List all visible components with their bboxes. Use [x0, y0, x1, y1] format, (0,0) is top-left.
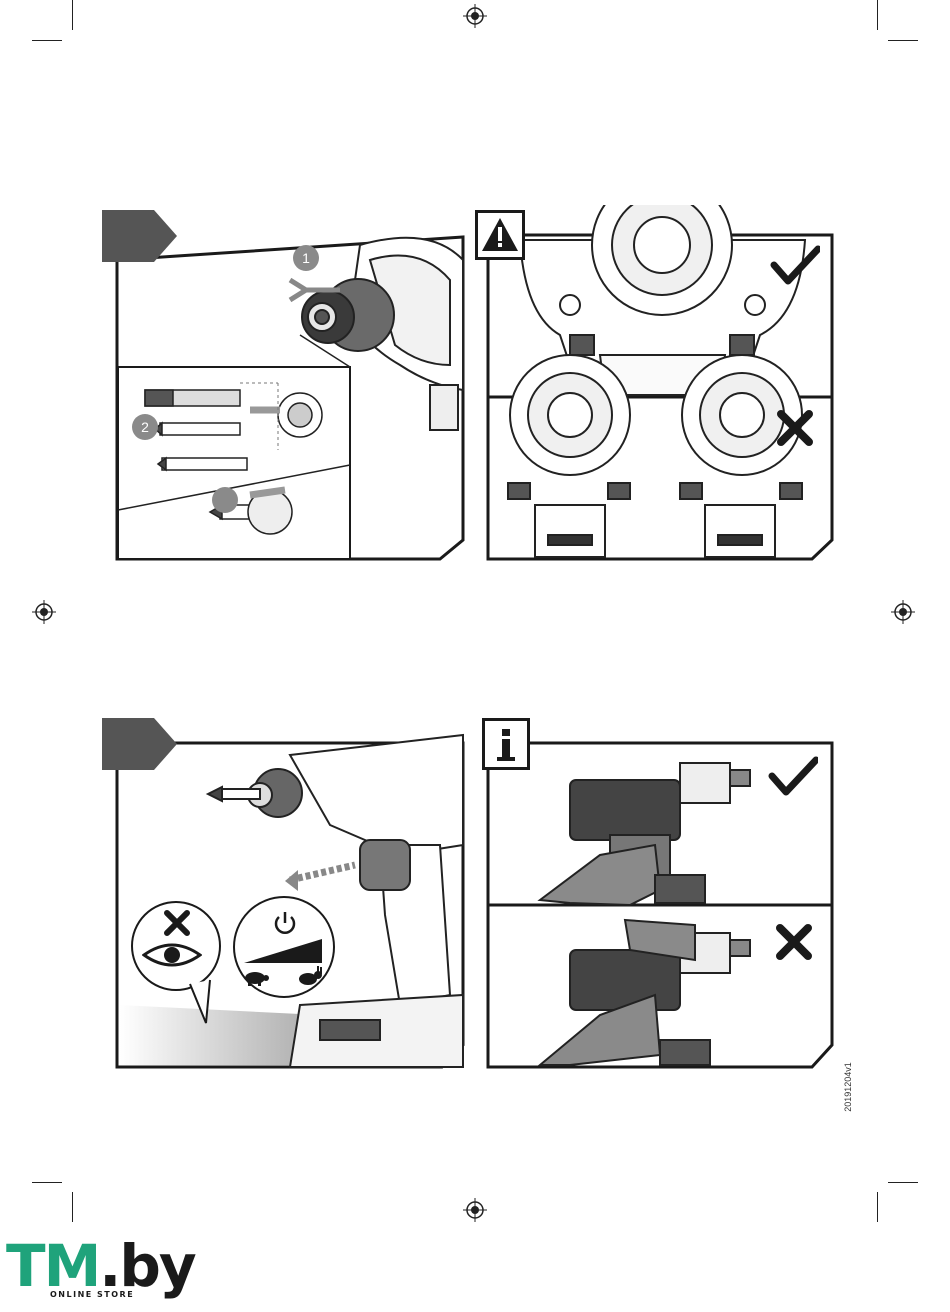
crop-mark [877, 1192, 878, 1222]
registration-mark-icon [32, 600, 56, 624]
logo-subtitle: ONLINE STORE [50, 1290, 134, 1299]
warning-triangle-icon [478, 213, 522, 257]
registration-mark-icon [463, 4, 487, 28]
info-icon [485, 721, 527, 767]
check-mark-icon [770, 245, 820, 285]
cross-mark-icon [774, 922, 814, 962]
crop-mark [32, 1182, 62, 1183]
info-badge [482, 718, 530, 770]
speed-ramp [244, 937, 324, 965]
version-code: 20191204v1 [843, 1062, 857, 1112]
check-mark-icon [768, 756, 818, 796]
callout-1: 1 [293, 245, 319, 271]
turtle-icon [242, 970, 270, 986]
cross-mark-icon [162, 908, 192, 938]
crop-mark [72, 0, 73, 30]
registration-mark-icon [891, 600, 915, 624]
logo-wordmark: TM.by [6, 1236, 195, 1296]
crop-mark [888, 1182, 918, 1183]
callout-2: 2 [132, 414, 158, 440]
step-number-badge [102, 718, 177, 770]
cross-mark-icon [775, 408, 815, 448]
registration-mark-icon [463, 1198, 487, 1222]
crop-mark [888, 40, 918, 41]
power-icon [272, 910, 298, 936]
tmby-logo[interactable]: TM.by ONLINE STORE [6, 1236, 156, 1304]
callout-3 [212, 487, 238, 513]
crop-mark [32, 40, 62, 41]
rabbit-icon [296, 966, 324, 986]
crop-mark [877, 0, 878, 30]
warning-badge [475, 210, 525, 260]
eye-icon [142, 940, 202, 970]
crop-mark [72, 1192, 73, 1222]
step-number-badge [102, 210, 177, 262]
